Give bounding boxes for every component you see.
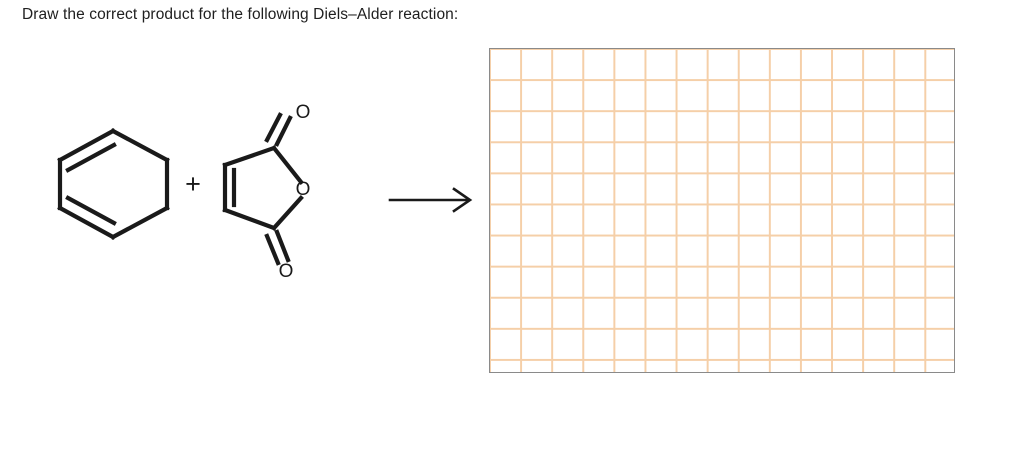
plus-operator: + — [185, 169, 201, 199]
atom-label-ring-oxygen: O — [296, 179, 311, 200]
reaction-arrow-icon — [388, 187, 473, 213]
drawing-canvas[interactable] — [489, 48, 955, 373]
reaction-scheme: + O O O — [0, 0, 480, 457]
atom-label-carbonyl-oxygen-top: O — [296, 102, 311, 123]
structure-maleic-anhydride: O O O — [222, 102, 311, 282]
atom-label-carbonyl-oxygen-bottom: O — [279, 261, 294, 282]
page-title: Draw the correct product for the followi… — [22, 6, 459, 23]
structure-cyclohexadiene — [57, 128, 170, 240]
